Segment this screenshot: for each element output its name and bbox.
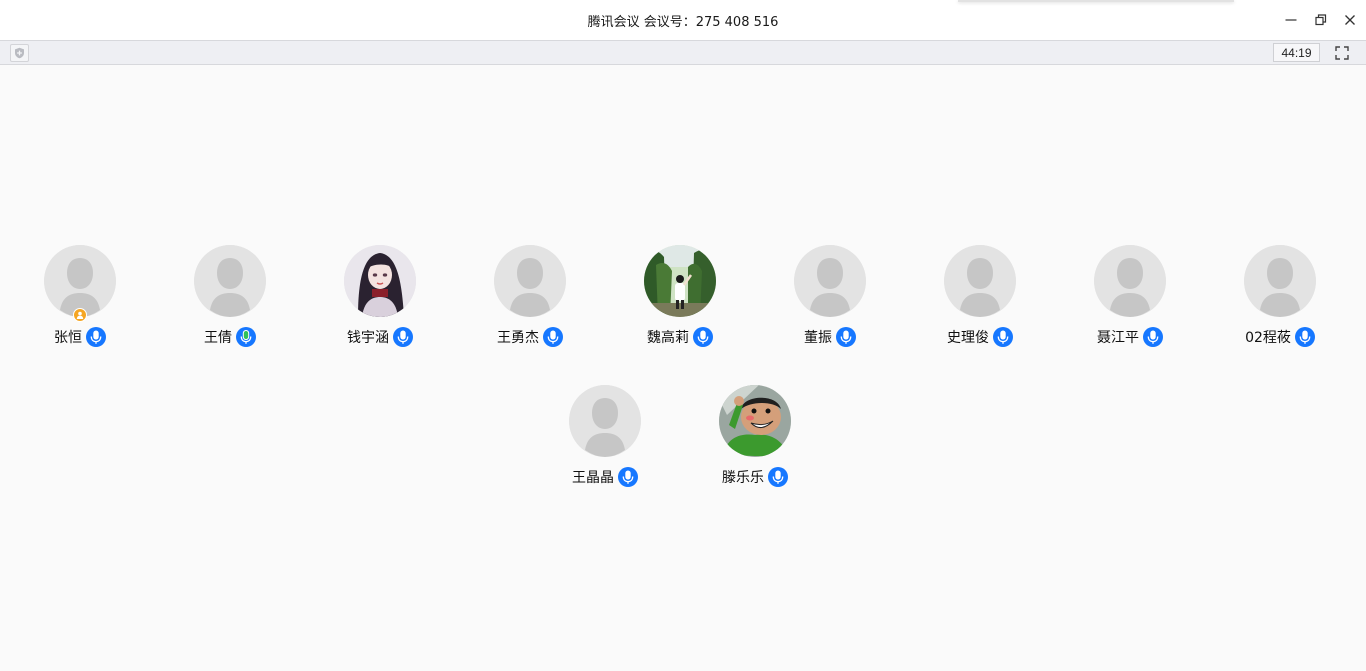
mic-icon[interactable]: [836, 327, 856, 347]
participant-tile[interactable]: 张恒: [5, 245, 155, 355]
default-avatar-icon: [794, 245, 866, 317]
avatar[interactable]: [344, 245, 416, 317]
trees-photo-avatar: [644, 245, 716, 317]
avatar[interactable]: [644, 245, 716, 317]
mic-icon[interactable]: [693, 327, 713, 347]
fullscreen-button[interactable]: [1333, 44, 1351, 62]
mic-icon[interactable]: [393, 327, 413, 347]
minimize-button[interactable]: [1280, 9, 1302, 31]
mic-icon[interactable]: [543, 327, 563, 347]
restore-icon: [1315, 14, 1327, 26]
avatar[interactable]: [494, 245, 566, 317]
participant-tile[interactable]: 钱宇涵: [305, 245, 455, 355]
avatar[interactable]: [944, 245, 1016, 317]
cartoon-photo-avatar: [719, 385, 791, 457]
default-avatar-icon: [44, 245, 116, 317]
mic-icon[interactable]: [1143, 327, 1163, 347]
participant-name-row: 魏高莉: [605, 326, 755, 348]
shield-icon: [15, 47, 24, 59]
avatar[interactable]: [194, 245, 266, 317]
avatar[interactable]: [1094, 245, 1166, 317]
mic-button[interactable]: [768, 467, 788, 487]
mic-button[interactable]: [993, 327, 1013, 347]
close-icon: [1345, 15, 1355, 25]
mic-button[interactable]: [543, 327, 563, 347]
mic-icon[interactable]: [1294, 327, 1315, 347]
default-avatar-icon: [944, 245, 1016, 317]
participant-name: 王勇杰: [497, 330, 539, 346]
mic-icon[interactable]: [993, 327, 1013, 347]
participant-tile[interactable]: 王晶晶: [530, 385, 680, 495]
participant-tile[interactable]: 魏高莉: [605, 245, 755, 355]
participant-name: 王晶晶: [572, 470, 614, 486]
avatar[interactable]: [44, 245, 116, 317]
default-avatar-icon: [1094, 245, 1166, 317]
host-person-icon: [76, 311, 84, 319]
participant-tile[interactable]: 02程莜: [1205, 245, 1355, 355]
participant-name: 02程莜: [1245, 330, 1291, 346]
mic-icon[interactable]: [86, 327, 106, 347]
participant-name: 滕乐乐: [722, 470, 764, 486]
mic-button[interactable]: [86, 327, 106, 347]
avatar[interactable]: [794, 245, 866, 317]
participant-name-row: 王倩: [155, 326, 305, 348]
participant-name-row: 滕乐乐: [680, 466, 830, 488]
minimize-icon: [1285, 19, 1297, 21]
mic-button[interactable]: [1294, 327, 1315, 347]
meeting-toolbar: 44:19: [0, 40, 1366, 65]
mic-button[interactable]: [693, 327, 713, 347]
participant-tile[interactable]: 董振: [755, 245, 905, 355]
close-button[interactable]: [1339, 9, 1361, 31]
avatar[interactable]: [1244, 245, 1316, 317]
participant-name: 董振: [804, 330, 832, 346]
host-badge: [73, 308, 87, 322]
mic-button[interactable]: [1143, 327, 1163, 347]
title-bar: 腾讯会议 会议号：275 408 516: [0, 0, 1366, 40]
meeting-timer: 44:19: [1273, 43, 1320, 62]
security-button[interactable]: [10, 44, 29, 62]
fullscreen-icon: [1335, 46, 1349, 60]
participant-name-row: 史理俊: [905, 326, 1055, 348]
participant-name-row: 王晶晶: [530, 466, 680, 488]
participant-tile[interactable]: 聂江平: [1055, 245, 1205, 355]
participant-tile[interactable]: 史理俊: [905, 245, 1055, 355]
participant-name: 聂江平: [1097, 330, 1139, 346]
window-title: 腾讯会议 会议号：275 408 516: [587, 15, 779, 30]
popup-edge: [958, 0, 1234, 2]
default-avatar-icon: [569, 385, 641, 457]
participant-name: 史理俊: [947, 330, 989, 346]
restore-button[interactable]: [1310, 9, 1332, 31]
participant-name-row: 董振: [755, 326, 905, 348]
participant-name: 王倩: [204, 330, 232, 346]
avatar[interactable]: [719, 385, 791, 457]
participant-name-row: 钱宇涵: [305, 326, 455, 348]
mic-speaking-icon[interactable]: [236, 327, 256, 347]
participant-tile[interactable]: 王勇杰: [455, 245, 605, 355]
participant-tile[interactable]: 王倩: [155, 245, 305, 355]
participant-name-row: 王勇杰: [455, 326, 605, 348]
participant-tile[interactable]: 滕乐乐: [680, 385, 830, 495]
participant-name: 张恒: [54, 330, 82, 346]
participant-name-row: 聂江平: [1055, 326, 1205, 348]
mic-button[interactable]: [393, 327, 413, 347]
mic-button[interactable]: [618, 467, 638, 487]
girl-photo-avatar: [344, 245, 416, 317]
participant-name-row: 02程莜: [1205, 326, 1355, 348]
default-avatar-icon: [194, 245, 266, 317]
mic-icon[interactable]: [618, 467, 638, 487]
participant-name-row: 张恒: [5, 326, 155, 348]
mic-button[interactable]: [836, 327, 856, 347]
avatar[interactable]: [569, 385, 641, 457]
mic-icon[interactable]: [768, 467, 788, 487]
participant-name: 魏高莉: [647, 330, 689, 346]
default-avatar-icon: [494, 245, 566, 317]
participant-name: 钱宇涵: [347, 330, 389, 346]
mic-button[interactable]: [236, 327, 256, 347]
default-avatar-icon: [1244, 245, 1316, 317]
